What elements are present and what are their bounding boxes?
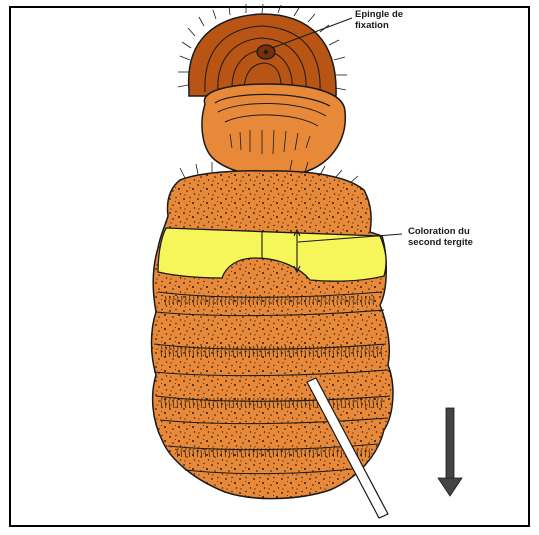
- tergite-label-line1: Coloration du: [408, 226, 473, 237]
- tergite-label-line2: second tergite: [408, 237, 473, 248]
- down-arrow-icon: [438, 408, 462, 496]
- pin-label-line2: fixation: [355, 20, 403, 31]
- tergite-label: Coloration du second tergite: [408, 226, 473, 248]
- abdomen: [152, 160, 393, 499]
- pin-label-line1: Epingle de: [355, 9, 403, 20]
- pin-label: Epingle de fixation: [355, 9, 403, 31]
- thorax: [202, 84, 345, 176]
- head: [178, 4, 347, 96]
